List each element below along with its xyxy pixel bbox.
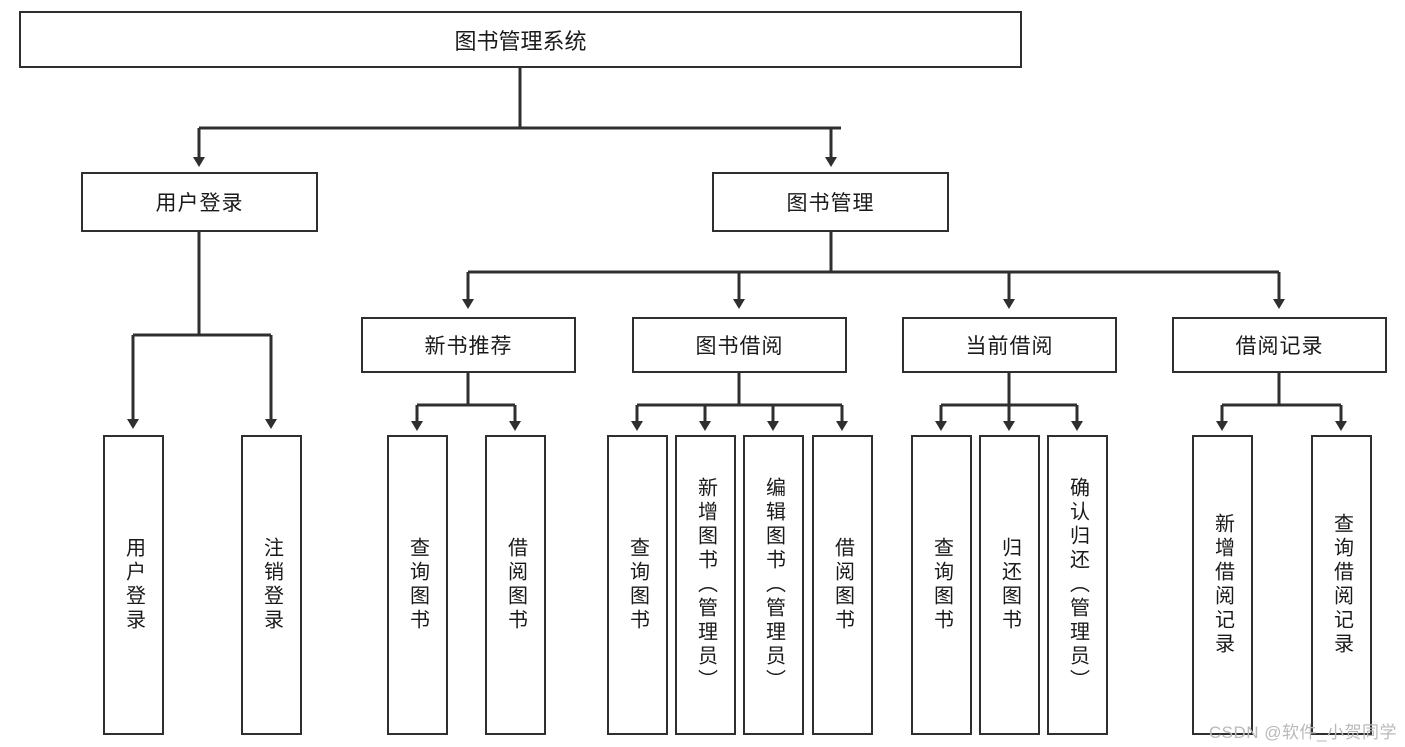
node-book-borrow[interactable]: 图书借阅 [632, 317, 847, 373]
leaf-query-borrow-record-label: 查询借阅记录 [1330, 513, 1353, 657]
node-current-borrow-label: 当前借阅 [965, 335, 1054, 358]
leaf-query-book-borrow[interactable]: 查询图书 [607, 435, 668, 735]
node-borrow-record-label: 借阅记录 [1235, 335, 1324, 358]
leaf-return-book-label: 归还图书 [998, 537, 1021, 633]
leaf-query-borrow-record[interactable]: 查询借阅记录 [1311, 435, 1372, 735]
leaf-logout-label: 注销登录 [260, 537, 283, 633]
leaf-add-book-label: 新增图书（管理员） [694, 477, 717, 693]
leaf-borrow-book-recommend[interactable]: 借阅图书 [485, 435, 546, 735]
leaf-confirm-return-label: 确认归还（管理员） [1066, 477, 1089, 693]
leaf-return-book[interactable]: 归还图书 [979, 435, 1040, 735]
node-root-label: 图书管理系统 [454, 28, 587, 54]
leaf-query-book-current-label: 查询图书 [930, 537, 953, 633]
leaf-logout[interactable]: 注销登录 [241, 435, 302, 735]
leaf-user-login-label: 用户登录 [122, 537, 145, 633]
node-current-borrow[interactable]: 当前借阅 [902, 317, 1117, 373]
node-borrow-record[interactable]: 借阅记录 [1172, 317, 1387, 373]
node-book-management-label: 图书管理 [786, 192, 875, 215]
node-user-login-label: 用户登录 [155, 192, 244, 215]
leaf-add-book[interactable]: 新增图书（管理员） [675, 435, 736, 735]
leaf-add-borrow-record[interactable]: 新增借阅记录 [1192, 435, 1253, 735]
leaf-user-login[interactable]: 用户登录 [103, 435, 164, 735]
node-root[interactable]: 图书管理系统 [19, 11, 1022, 68]
leaf-edit-book-label: 编辑图书（管理员） [762, 477, 785, 693]
leaf-query-book-recommend[interactable]: 查询图书 [387, 435, 448, 735]
leaf-confirm-return[interactable]: 确认归还（管理员） [1047, 435, 1108, 735]
leaf-query-book-recommend-label: 查询图书 [406, 537, 429, 633]
node-new-book-recommend[interactable]: 新书推荐 [361, 317, 576, 373]
leaf-query-book-borrow-label: 查询图书 [626, 537, 649, 633]
node-book-borrow-label: 图书借阅 [695, 335, 784, 358]
watermark: CSDN @软件_小贺同学 [1208, 723, 1397, 742]
node-user-login[interactable]: 用户登录 [81, 172, 318, 232]
leaf-add-borrow-record-label: 新增借阅记录 [1211, 513, 1234, 657]
leaf-borrow-book-recommend-label: 借阅图书 [504, 537, 527, 633]
leaf-borrow-book-label: 借阅图书 [831, 537, 854, 633]
leaf-edit-book[interactable]: 编辑图书（管理员） [743, 435, 804, 735]
node-new-book-recommend-label: 新书推荐 [424, 335, 513, 358]
leaf-query-book-current[interactable]: 查询图书 [911, 435, 972, 735]
node-book-management[interactable]: 图书管理 [712, 172, 949, 232]
leaf-borrow-book[interactable]: 借阅图书 [812, 435, 873, 735]
